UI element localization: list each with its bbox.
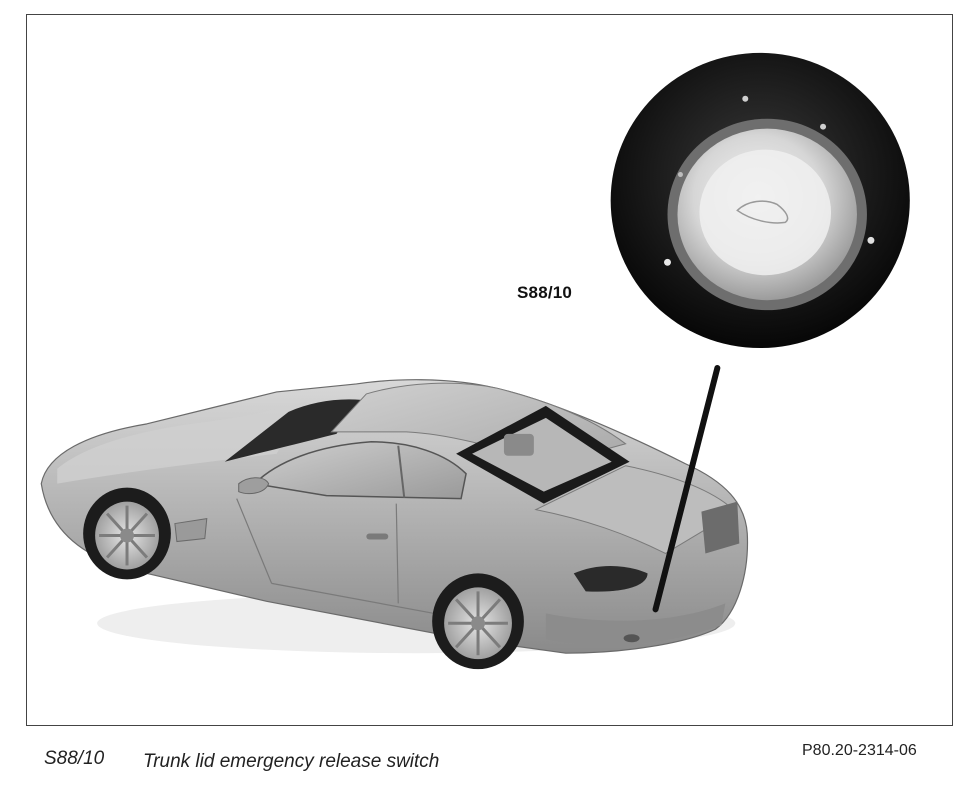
figure-reference: P80.20-2314-06 (802, 742, 917, 759)
legend-description: Trunk lid emergency release switch (143, 751, 440, 772)
legend-code: S88/10 (44, 748, 105, 769)
callout-label: S88/10 (517, 283, 573, 302)
figure-frame: S88/10 (26, 14, 953, 726)
car-illustration (40, 52, 910, 670)
